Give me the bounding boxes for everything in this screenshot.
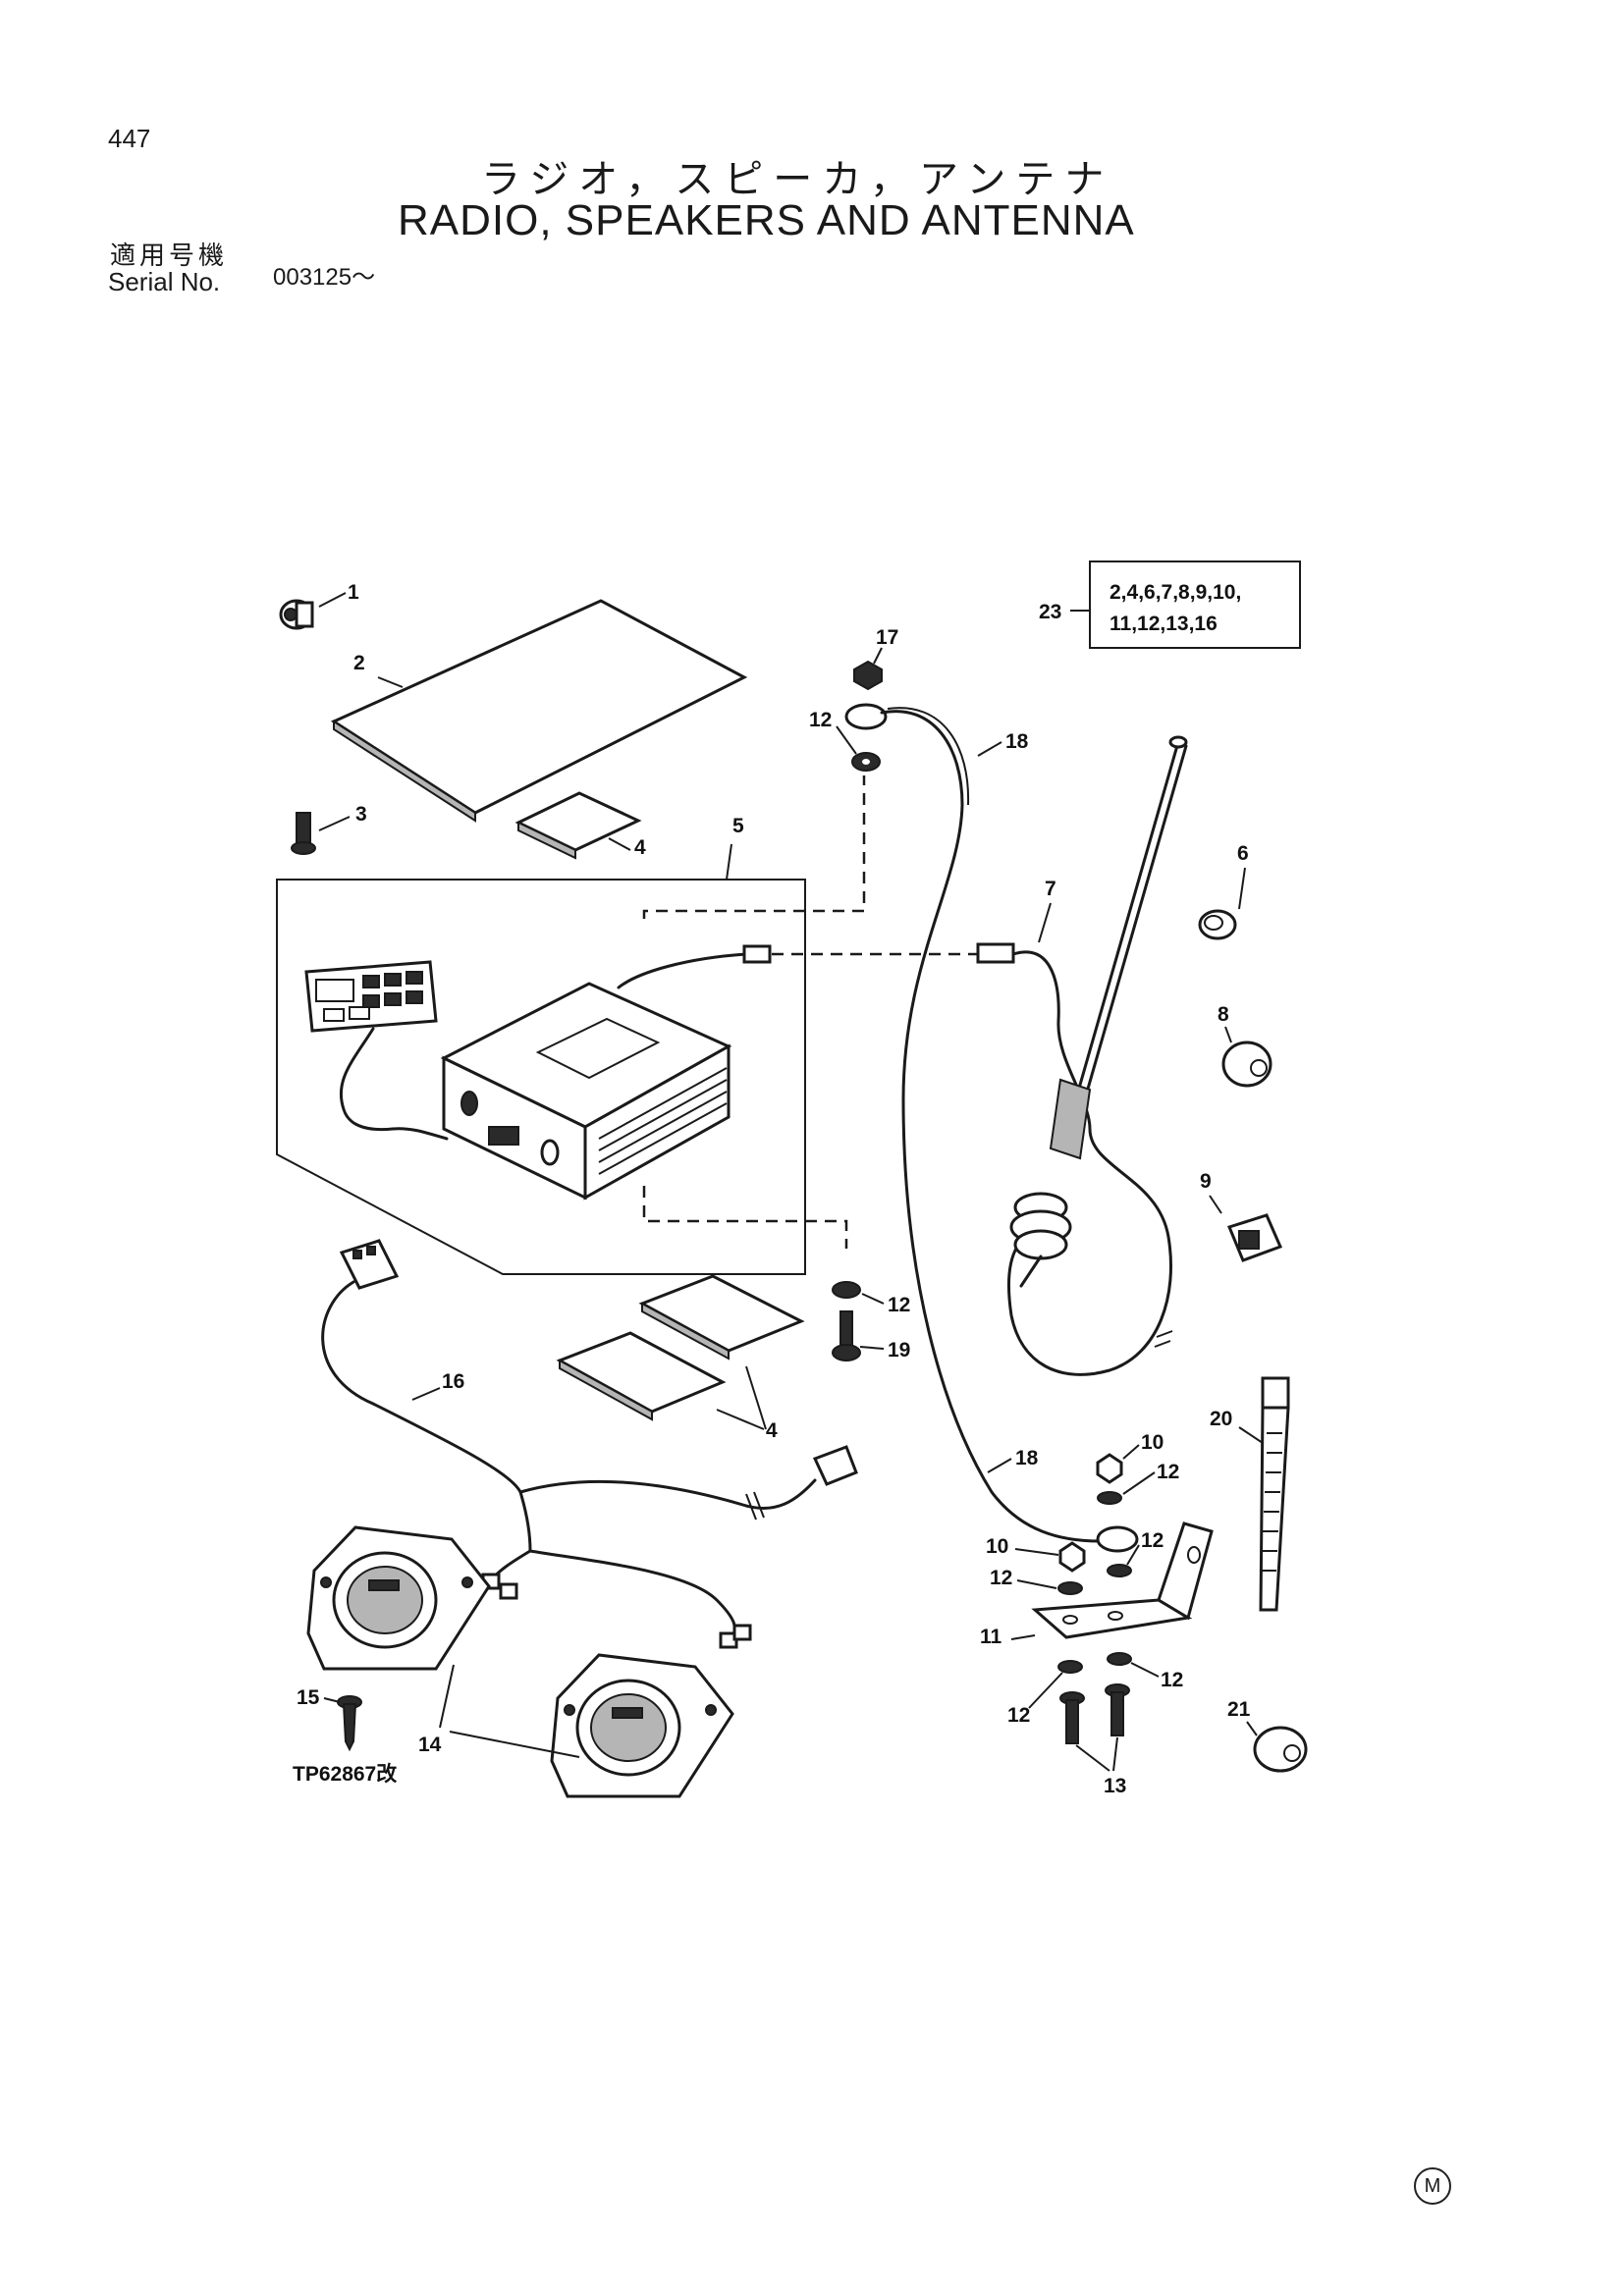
part-nut-top: 17 [853,626,898,691]
callout-2: 2 [353,652,365,674]
part-washer-12d: 12 [990,1567,1083,1595]
part-washer-12f: 12 [1107,1652,1183,1691]
part-speaker-harness: 16 [321,1239,858,1649]
serial-number-value: 003125～ [273,264,376,291]
radio-unit [440,982,732,1201]
part-rubber-cap: 21 [1227,1698,1308,1773]
drawing-number: TP62867改 [293,1762,398,1786]
page-number: 447 [108,124,151,153]
part-nut-10b: 10 [986,1535,1086,1573]
kit-contents-line1: 2,4,6,7,8,9,10, [1110,581,1241,604]
callout-16: 16 [442,1370,464,1393]
callout-11: 11 [980,1626,1002,1648]
part-cable-tie: 20 [1210,1376,1290,1612]
kit-box: 23 2,4,6,7,8,9,10, 11,12,13,16 [1039,561,1301,649]
callout-12f: 12 [1161,1669,1183,1691]
callout-12b: 12 [1157,1461,1179,1483]
part-antenna-lead: 7 [976,878,1173,1376]
callout-12a: 12 [809,709,832,731]
radio-control-panel [304,960,438,1033]
part-bolt: 3 [291,803,367,855]
part-washer-top: 12 [809,709,881,772]
callout-17: 17 [876,626,898,649]
page-title-japanese: ラジオ，スピーカ，アンテナ [481,157,1114,202]
serial-label: Serial No. [108,267,221,296]
callout-21: 21 [1227,1698,1251,1721]
part-screw-19: 19 [832,1310,910,1362]
callout-12d: 12 [990,1567,1012,1589]
part-washer-12g: 12 [832,1281,910,1316]
part-rubber-boot: 8 [1218,1003,1272,1088]
callout-6: 6 [1237,842,1249,865]
part-washer-12b: 12 [1097,1461,1179,1505]
part-clip: 9 [1200,1170,1283,1262]
part-antenna-mast [1009,735,1188,1288]
callout-18a: 18 [1005,730,1029,753]
callout-4a: 4 [634,836,646,859]
part-bracket: 11 [980,1522,1214,1648]
callout-12g: 12 [888,1294,910,1316]
part-radio-assembly: 5 [276,815,806,1275]
part-nut-10a: 10 [1096,1431,1164,1484]
callout-13: 13 [1104,1775,1126,1797]
callout-15: 15 [297,1686,320,1709]
callout-12e: 12 [1007,1704,1030,1727]
part-washer-12c: 12 [1107,1529,1164,1577]
part-tapping-screw: 15 [297,1686,362,1752]
part-bolts: 13 [1059,1683,1130,1797]
part-knob: 1 [279,581,359,630]
part-sheet: 2 [330,599,748,823]
callout-12c: 12 [1141,1529,1164,1552]
part-adhesive-pad-top: 4 [514,791,646,860]
serial-label-japanese: 適用号機 [110,241,229,271]
callout-3: 3 [355,803,367,826]
manufacturer-mark: M [1414,2167,1451,2205]
part-speaker-right [550,1653,734,1798]
kit-number-label: 23 [1039,601,1061,623]
kit-contents-line2: 11,12,13,16 [1110,613,1218,635]
callout-20: 20 [1210,1408,1232,1430]
part-adhesive-pads-lower: 4 [556,1274,805,1442]
part-grommet: 6 [1198,842,1249,940]
page-title: RADIO, SPEAKERS AND ANTENNA [398,196,1135,244]
callout-8: 8 [1218,1003,1229,1026]
part-speaker-left [306,1525,491,1671]
part-antenna-cable: 18 18 [844,703,1139,1553]
callout-9: 9 [1200,1170,1212,1193]
callout-5: 5 [732,815,744,837]
speaker-callout: 14 [418,1664,580,1758]
callout-10b: 10 [986,1535,1008,1558]
connection-guide-lines [642,775,986,1249]
part-washer-12e: 12 [1007,1660,1083,1727]
callout-19: 19 [888,1339,910,1362]
callout-10a: 10 [1141,1431,1164,1454]
callout-18b: 18 [1015,1447,1039,1469]
callout-4b: 4 [766,1419,778,1442]
callout-1: 1 [348,581,359,604]
callout-14: 14 [418,1734,442,1756]
callout-7: 7 [1045,878,1056,900]
